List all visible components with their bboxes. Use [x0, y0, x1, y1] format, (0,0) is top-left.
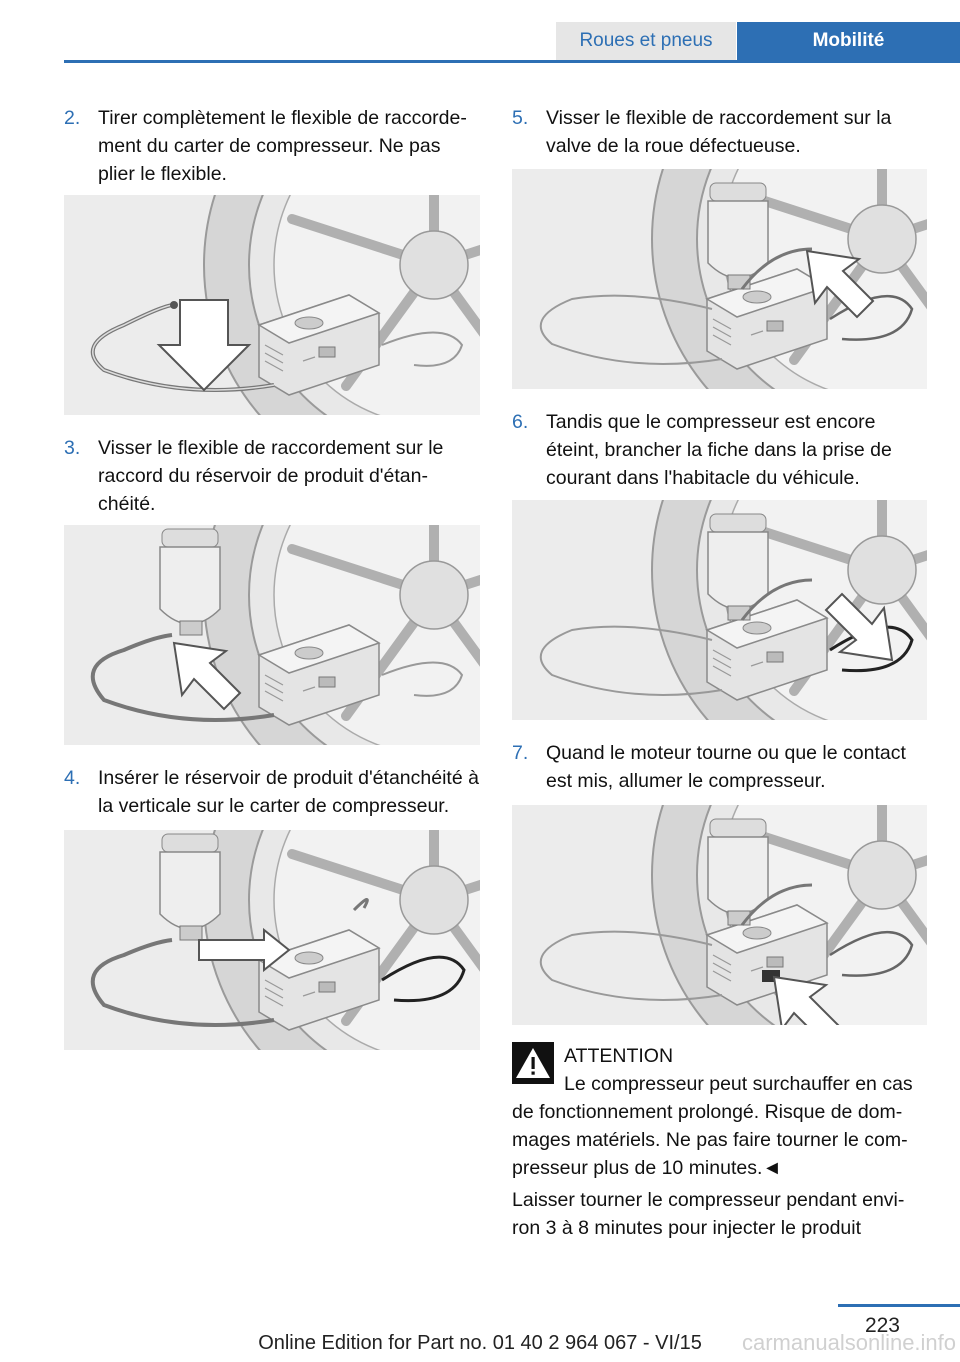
step-number: 4. — [64, 767, 81, 789]
header-section-tab: Roues et pneus — [556, 22, 736, 60]
header-active-tab: Mobilité — [737, 22, 960, 60]
figure-hose-pulled-out — [64, 195, 480, 415]
figure-hose-to-bottle — [64, 525, 480, 745]
step-text: Tandis que le compresseur est encore éte… — [546, 411, 892, 489]
warning-title: ATTENTION — [564, 1045, 674, 1067]
figure-switch-on — [512, 805, 927, 1025]
header-rule — [64, 60, 960, 63]
step-number: 3. — [64, 437, 81, 459]
figure-hose-to-valve — [512, 169, 927, 389]
figure-bottle-on-compressor — [64, 830, 480, 1050]
step-3: 3. Visser le flexible de raccordement su… — [64, 434, 480, 518]
step-number: 2. — [64, 107, 81, 129]
step-text: Tirer complètement le flexible de raccor… — [98, 107, 467, 185]
step-text: Visser le flexible de raccordement sur l… — [98, 437, 444, 515]
step-5: 5. Visser le flexible de raccordement su… — [512, 104, 927, 160]
footer-edition: Online Edition for Part no. 01 40 2 964 … — [258, 1332, 702, 1354]
step-number: 6. — [512, 411, 529, 433]
step-7: 7. Quand le moteur tourne ou que le cont… — [512, 739, 927, 795]
step-number: 5. — [512, 107, 529, 129]
warning-block: ATTENTION Le compresseur peut surchauffe… — [512, 1042, 927, 1182]
step-text: Insérer le réservoir de produit d'étanch… — [98, 767, 479, 817]
body-paragraph: Laisser tourner le compresseur pendant e… — [512, 1189, 905, 1239]
footer-rule — [838, 1304, 960, 1307]
warning-triangle-icon — [512, 1042, 554, 1084]
step-6: 6. Tandis que le compresseur est encore … — [512, 408, 927, 492]
page-number: 223 — [864, 1314, 900, 1337]
step-text: Quand le moteur tourne ou que le contact… — [546, 742, 906, 792]
figure-plug-in — [512, 500, 927, 720]
step-text: Visser le flexible de raccordement sur l… — [546, 107, 892, 157]
step-2: 2. Tirer complètement le flexible de rac… — [64, 104, 480, 188]
watermark: carmanualsonline.info — [742, 1330, 957, 1355]
step-number: 7. — [512, 742, 529, 764]
warning-text: Le compresseur peut surchauffer en cas d… — [512, 1073, 913, 1179]
step-4: 4. Insérer le réservoir de produit d'éta… — [64, 764, 480, 820]
